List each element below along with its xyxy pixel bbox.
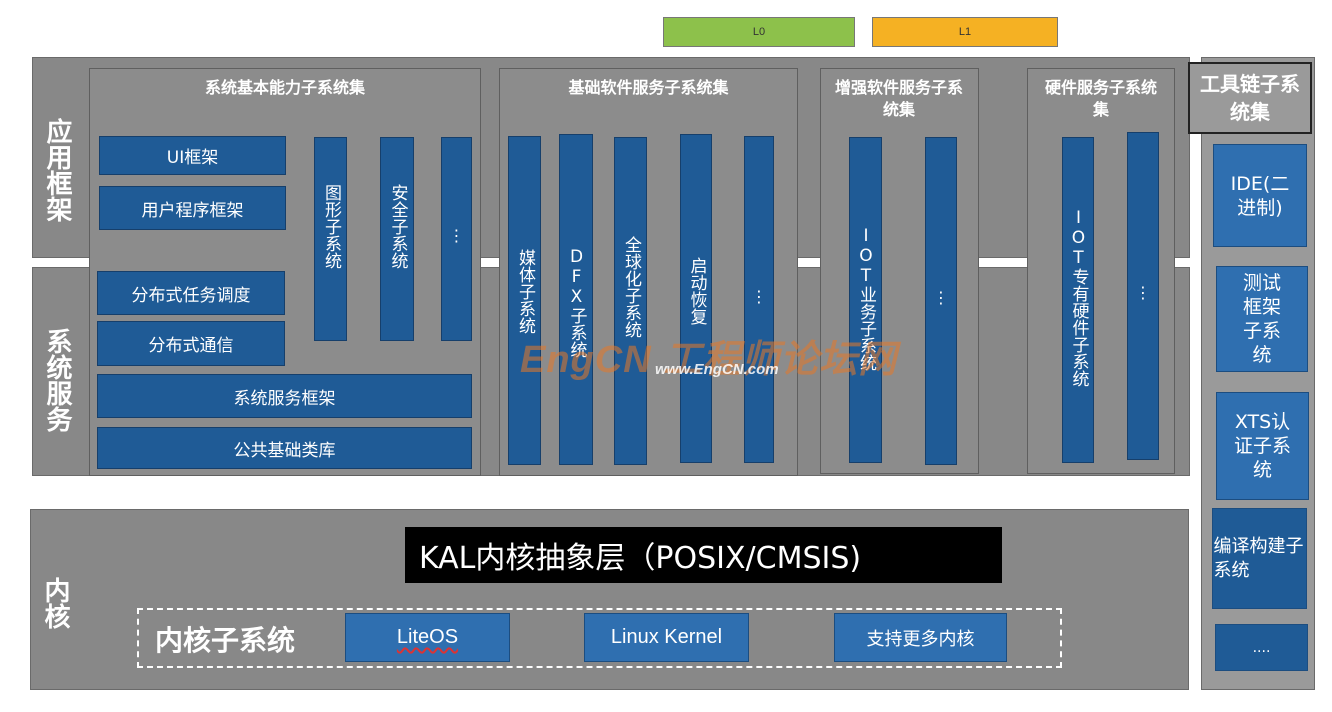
liteos-box: LiteOS — [345, 613, 510, 662]
linux-kernel-label: Linux Kernel — [610, 626, 723, 648]
legend-l1-label: L1 — [958, 26, 972, 38]
tool-build-box: 编译构建子系统 — [1212, 508, 1307, 609]
linux-kernel-box: Linux Kernel — [584, 613, 749, 662]
hardware-service-more-box: ⋮ — [1127, 132, 1159, 460]
kal-layer-label: KAL内核抽象层（POSIX/CMSIS) — [419, 541, 862, 576]
tool-build-label: 编译构建子系统 — [1213, 535, 1304, 581]
watermark-main: EngCN 工程师论坛网 — [520, 339, 898, 381]
boot-recovery-label: 启动恢复 — [686, 257, 707, 325]
tool-xts-label: XTS认证子系统 — [1233, 411, 1291, 481]
liteos-label: LiteOS — [396, 626, 459, 648]
group-basic-software-title: 基础软件服务子系统集 — [568, 78, 729, 97]
kernel-subsystem-label: 内核子系统 — [155, 624, 296, 657]
basic-capability-more-box: ⋮ — [441, 137, 472, 341]
tool-test-framework-box: 测试框架子系统 — [1216, 266, 1308, 372]
enhanced-software-more-label: ⋮ — [933, 288, 949, 307]
basic-software-more-label: ⋮ — [751, 287, 767, 306]
graphics-subsystem-label: 图形子系统 — [321, 184, 341, 269]
user-program-framework-box: 用户程序框架 — [99, 186, 286, 230]
watermark: EngCN 工程师论坛网 — [520, 328, 897, 383]
dfx-subsystem-label: DFX子系统 — [566, 247, 587, 358]
toolchain-title: 工具链子系统集 — [1188, 62, 1312, 134]
toolchain-title-text: 工具链子系统集 — [1200, 72, 1300, 124]
more-kernels-label: 支持更多内核 — [866, 628, 975, 650]
iot-hardware-subsystem-box: IOT专有硬件子系统 — [1062, 137, 1094, 463]
tool-ide-box: IDE(二进制) — [1213, 144, 1307, 247]
system-service-label: 系统服务 — [42, 328, 72, 432]
globalization-subsystem-label: 全球化子系统 — [621, 236, 641, 338]
globalization-subsystem-box: 全球化子系统 — [614, 137, 647, 465]
tool-test-framework-label: 测试框架子系统 — [1242, 272, 1281, 366]
watermark-url: www.EngCN.com — [655, 361, 779, 378]
kal-layer-box: KAL内核抽象层（POSIX/CMSIS) — [405, 527, 1002, 583]
boot-recovery-box: 启动恢复 — [680, 134, 712, 463]
more-kernels-box: 支持更多内核 — [834, 613, 1007, 662]
iot-business-subsystem-label: IOT业务子系统 — [856, 226, 876, 371]
iot-business-subsystem-box: IOT业务子系统 — [849, 137, 882, 463]
legend-l0: L0 — [663, 17, 855, 47]
distributed-communication-box: 分布式通信 — [97, 321, 285, 366]
system-service-framework-box: 系统服务框架 — [97, 374, 472, 418]
kernel-subsystem-container — [137, 608, 1062, 668]
security-subsystem-label: 安全子系统 — [387, 184, 408, 269]
iot-hardware-subsystem-label: IOT专有硬件子系统 — [1068, 208, 1089, 387]
ui-framework-box: UI框架 — [99, 136, 286, 175]
legend-l1: L1 — [872, 17, 1058, 47]
distributed-task-scheduling-box: 分布式任务调度 — [97, 271, 285, 315]
kernel-label: 内核 — [40, 577, 70, 629]
tool-xts-box: XTS认证子系统 — [1216, 392, 1309, 500]
graphics-subsystem-box: 图形子系统 — [314, 137, 347, 341]
tool-more-label: .... — [1252, 639, 1271, 656]
media-subsystem-box: 媒体子系统 — [508, 136, 541, 465]
tool-more-box: .... — [1215, 624, 1308, 671]
legend-l0-label: L0 — [752, 26, 766, 38]
enhanced-software-more-box: ⋮ — [925, 137, 957, 465]
security-subsystem-box: 安全子系统 — [380, 137, 414, 341]
media-subsystem-label: 媒体子系统 — [515, 249, 535, 334]
dfx-subsystem-box: DFX子系统 — [559, 134, 593, 465]
group-hardware-service-title: 硬件服务子系统集 — [1044, 78, 1157, 119]
tool-ide-label: IDE(二进制) — [1230, 172, 1290, 219]
hardware-service-more-label: ⋮ — [1135, 283, 1151, 302]
basic-capability-more-label: ⋮ — [448, 226, 465, 245]
basic-software-more-box: ⋮ — [744, 136, 774, 463]
group-enhanced-software-title: 增强软件服务子系统集 — [834, 78, 963, 119]
common-base-library-box: 公共基础类库 — [97, 427, 472, 469]
group-basic-capability-title: 系统基本能力子系统集 — [204, 78, 365, 97]
app-framework-label: 应用框架 — [42, 118, 72, 222]
